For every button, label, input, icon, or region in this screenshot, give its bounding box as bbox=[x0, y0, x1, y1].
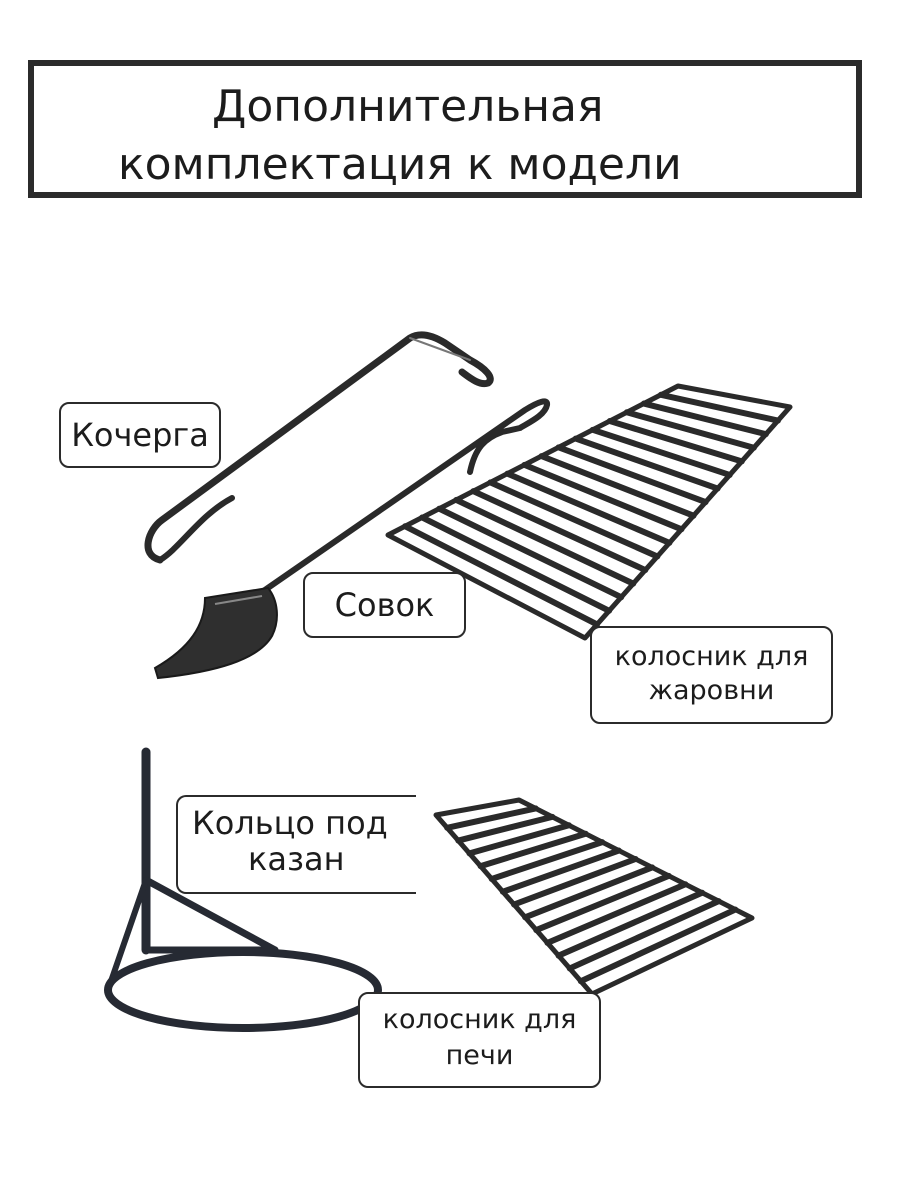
grate-brazier-bar bbox=[436, 505, 625, 601]
grate-brazier-bar bbox=[521, 461, 685, 533]
grate-stove-bar bbox=[533, 872, 672, 934]
grate-stove-bar bbox=[466, 822, 572, 857]
grate-stove-bar bbox=[544, 881, 689, 946]
grate-stove-bar bbox=[577, 906, 739, 985]
label-scoop: Совок bbox=[303, 572, 466, 638]
grate-brazier-bar bbox=[504, 470, 673, 546]
title-line-2: комплектация к модели bbox=[118, 139, 682, 190]
grate-brazier-bar bbox=[606, 418, 745, 465]
grate-brazier-frame bbox=[385, 383, 793, 641]
ring-image bbox=[104, 747, 382, 1032]
grate-stove-bar bbox=[499, 847, 622, 895]
label-grate-stove-line-1: колосник для bbox=[382, 1004, 577, 1035]
grate-brazier-bar bbox=[419, 514, 613, 614]
label-ring-line-1: Кольцо под bbox=[192, 804, 388, 842]
grate-stove-bar bbox=[511, 856, 639, 908]
grate-brazier-bar bbox=[470, 488, 649, 574]
poker-image bbox=[144, 331, 494, 564]
grate-brazier-bar bbox=[657, 391, 781, 424]
label-ring-line-2: казан bbox=[248, 840, 345, 878]
title-line-1: Дополнительная bbox=[212, 81, 604, 132]
grate-stove-frame bbox=[433, 797, 755, 997]
grate-brazier-bar bbox=[623, 409, 757, 451]
grate-brazier-bar bbox=[487, 479, 661, 560]
grate-stove-bar bbox=[566, 898, 722, 972]
label-grate-stove-line-2: печи bbox=[445, 1040, 514, 1071]
grate-brazier-bar bbox=[589, 426, 733, 478]
grate-brazier-bar bbox=[640, 400, 769, 438]
grate-brazier-bar bbox=[538, 453, 697, 519]
grate-stove-bar bbox=[455, 813, 556, 844]
grate-stove-bar bbox=[477, 830, 589, 870]
label-grate-brazier-line-2: жаровни bbox=[648, 675, 775, 706]
grate-stove-bar bbox=[555, 889, 706, 959]
label-poker: Кочерга bbox=[59, 402, 221, 468]
grate-stove-bar bbox=[488, 839, 606, 882]
scoop-image bbox=[153, 398, 550, 680]
grate-stove-bar bbox=[522, 864, 656, 921]
grate-stove-image bbox=[433, 797, 755, 997]
grate-stove-bar bbox=[444, 805, 539, 831]
grate-brazier-image bbox=[385, 383, 793, 641]
grate-brazier-bar bbox=[453, 496, 637, 587]
grate-brazier-bar bbox=[572, 435, 721, 492]
grate-brazier-bar bbox=[555, 444, 709, 506]
label-grate-brazier: колосник для жаровни bbox=[590, 626, 833, 724]
grate-brazier-bar bbox=[402, 523, 601, 628]
label-grate-stove: колосник для печи bbox=[358, 992, 601, 1088]
label-ring: Кольцо под казан bbox=[176, 795, 416, 894]
label-grate-brazier-line-1: колосник для bbox=[614, 641, 809, 672]
title-box: Дополнительная комплектация к модели bbox=[28, 60, 862, 198]
